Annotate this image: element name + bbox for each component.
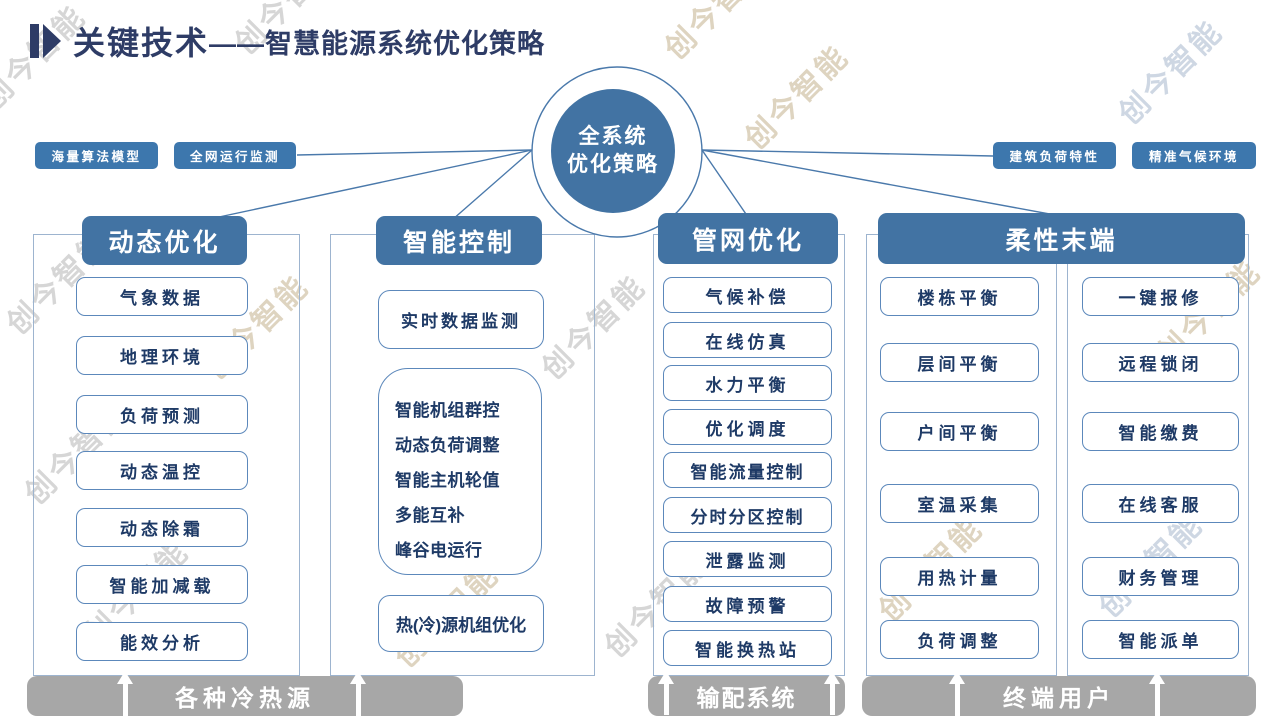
item-smart-heat-station: 智能换热站 — [663, 630, 832, 666]
up-arrow-icon — [350, 671, 366, 722]
up-arrow-icon — [658, 671, 674, 715]
item-dynamic-defrost: 动态除霜 — [76, 508, 248, 547]
up-arrow-icon — [824, 671, 840, 715]
item-smart-dispatch-order: 智能派单 — [1082, 620, 1239, 659]
item-fault-warning: 故障预警 — [663, 586, 832, 622]
item-group-control-box: 智能机组群控 动态负荷调整 智能主机轮值 多能互补 峰谷电运行 — [378, 368, 542, 575]
center-line1: 全系统 — [578, 124, 648, 148]
item-one-click-repair: 一键报修 — [1082, 277, 1239, 316]
play-icon — [30, 24, 61, 58]
header-pipe-network: 管网优化 — [658, 213, 838, 264]
item-climate-compensation: 气候补偿 — [663, 277, 832, 313]
item-hydraulic-balance: 水力平衡 — [663, 365, 832, 401]
item-flow-control: 智能流量控制 — [663, 452, 832, 488]
tag-building-load: 建筑负荷特性 — [993, 142, 1116, 169]
header-dynamic-optimization: 动态优化 — [82, 216, 247, 265]
item-energy-analysis: 能效分析 — [76, 622, 248, 661]
item-weather-data: 气象数据 — [76, 277, 248, 316]
tag-algorithm-models: 海量算法模型 — [35, 142, 158, 169]
tag-network-monitoring: 全网运行监测 — [174, 142, 296, 169]
item-dynamic-temp: 动态温控 — [76, 451, 248, 490]
item-time-zone-control: 分时分区控制 — [663, 497, 832, 533]
watermark: 创今智能 — [658, 0, 776, 67]
item-smart-payment: 智能缴费 — [1082, 412, 1239, 451]
item-realtime-monitoring: 实时数据监测 — [378, 290, 544, 349]
item-room-temp-collect: 室温采集 — [880, 484, 1039, 523]
group-line: 动态负荷调整 — [395, 436, 500, 455]
item-building-balance: 楼栋平衡 — [880, 277, 1039, 316]
item-leak-monitoring: 泄露监测 — [663, 541, 832, 577]
item-heat-metering: 用热计量 — [880, 557, 1039, 596]
up-arrow-icon — [1149, 671, 1165, 722]
item-online-service: 在线客服 — [1082, 484, 1239, 523]
group-line: 多能互补 — [395, 506, 465, 525]
header-smart-control: 智能控制 — [376, 216, 542, 265]
item-geography: 地理环境 — [76, 336, 248, 375]
footer-bar-cold-heat-sources: 各种冷热源 — [27, 676, 463, 716]
item-online-simulation: 在线仿真 — [663, 322, 832, 358]
up-arrow-icon — [117, 671, 133, 722]
item-floor-balance: 层间平衡 — [880, 343, 1039, 382]
title-suffix: ——智慧能源系统优化策略 — [209, 28, 546, 59]
item-household-balance: 户间平衡 — [880, 412, 1039, 451]
item-load-forecast: 负荷预测 — [76, 395, 248, 434]
watermark: 创今智能 — [738, 39, 856, 157]
item-remote-lock: 远程锁闭 — [1082, 343, 1239, 382]
central-strategy-circle: 全系统 优化策略 — [551, 89, 675, 213]
item-source-unit-optimization: 热(冷)源机组优化 — [378, 595, 544, 652]
footer-bar-distribution-system: 输配系统 — [648, 676, 845, 716]
footer-bar-end-users: 终端用户 — [862, 676, 1256, 716]
item-finance-management: 财务管理 — [1082, 557, 1239, 596]
title-prefix: 关键技术 — [73, 25, 210, 61]
group-line: 智能机组群控 — [395, 401, 500, 420]
center-line2: 优化策略 — [567, 153, 659, 176]
up-arrow-icon — [949, 671, 965, 722]
group-line: 智能主机轮值 — [395, 471, 500, 490]
page-title: 关键技术 ——智慧能源系统优化策略 — [30, 18, 545, 64]
group-line: 峰谷电运行 — [395, 541, 483, 560]
item-optimized-dispatch: 优化调度 — [663, 409, 832, 445]
item-smart-loading: 智能加减载 — [76, 565, 248, 604]
header-flexible-terminal: 柔性末端 — [878, 213, 1245, 264]
item-load-adjustment: 负荷调整 — [880, 620, 1039, 659]
tag-climate-environment: 精准气候环境 — [1132, 142, 1256, 169]
watermark: 创今智能 — [1112, 14, 1230, 132]
